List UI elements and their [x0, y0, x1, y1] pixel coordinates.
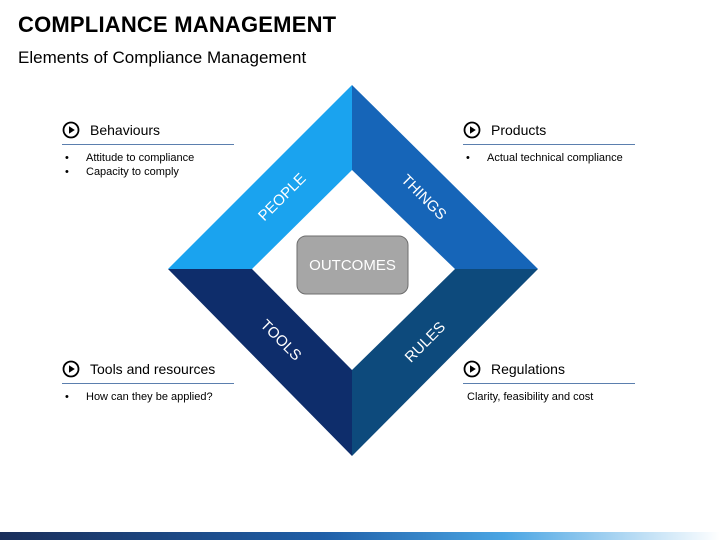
callout-list: Clarity, feasibility and cost [463, 390, 635, 404]
callout-products: Products Actual technical compliance [463, 119, 635, 165]
callout-list: Actual technical compliance [463, 151, 635, 165]
list-item: Clarity, feasibility and cost [467, 391, 594, 403]
callout-header: Behaviours [62, 119, 234, 145]
segment-tools [168, 269, 352, 456]
segment-things [352, 85, 538, 269]
callout-title-regulations: Regulations [491, 361, 565, 377]
outcomes-label: OUTCOMES [309, 257, 396, 274]
outcomes-box [296, 235, 409, 295]
callout-header: Products [463, 119, 635, 145]
segment-rules [352, 269, 538, 456]
list-item: How can they be applied? [62, 390, 234, 404]
callout-behaviours: Behaviours Attitude to compliance Capaci… [62, 119, 234, 179]
callout-tools: Tools and resources How can they be appl… [62, 358, 234, 404]
callout-title-products: Products [491, 122, 547, 138]
callout-header: Tools and resources [62, 358, 234, 384]
play-circle-icon [62, 121, 80, 139]
slide-title: COMPLIANCE MANAGEMENT [18, 12, 337, 37]
callout-list: Attitude to compliance Capacity to compl… [62, 151, 234, 179]
list-item: Attitude to compliance [62, 151, 234, 165]
list-item: Capacity to comply [62, 165, 234, 179]
play-circle-icon [62, 360, 80, 378]
slide-subtitle: Elements of Compliance Management [18, 48, 307, 67]
callout-title-tools: Tools and resources [90, 361, 216, 377]
callout-title-behaviours: Behaviours [90, 122, 161, 138]
callout-regulations: Regulations Clarity, feasibility and cos… [463, 358, 635, 404]
callout-list: How can they be applied? [62, 390, 234, 404]
play-circle-icon [463, 360, 481, 378]
footer-gradient-bar [0, 532, 720, 540]
list-item: Actual technical compliance [463, 151, 635, 165]
callout-header: Regulations [463, 358, 635, 384]
play-circle-icon [463, 121, 481, 139]
segment-people [168, 85, 352, 269]
